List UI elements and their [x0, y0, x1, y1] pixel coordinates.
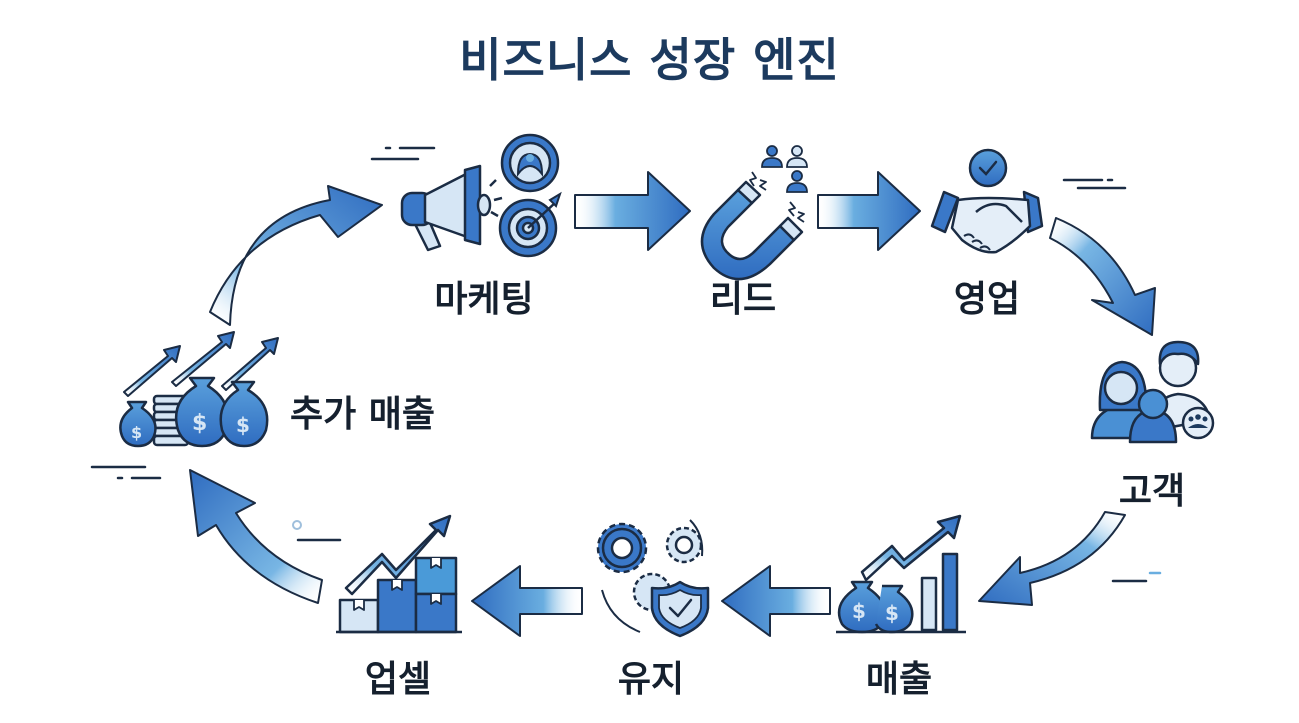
check-badge-icon [968, 148, 1008, 188]
node-label-revenue: 매출 [865, 659, 933, 700]
node-label-additional-revenue: 추가 매출 [290, 394, 436, 435]
dollar-sign-icon: $ [885, 601, 899, 625]
node-label-leads: 리드 [709, 279, 777, 320]
dollar-sign-icon: $ [131, 423, 142, 442]
node-label-sales: 영업 [953, 279, 1021, 320]
dollar-signs-additional: $ $ $ [131, 411, 250, 442]
upsell-boxes-icon [336, 514, 462, 634]
dollar-sign-icon: $ [192, 411, 207, 436]
lead-people-icon [761, 145, 808, 193]
node-label-customers: 고객 [1118, 471, 1186, 512]
flow-arrow-retention-to-upsell [471, 565, 583, 637]
revenue-chart-icon [836, 514, 966, 634]
customer-group-icon [1090, 340, 1215, 444]
dollar-sign-icon: $ [852, 599, 866, 623]
node-label-marketing: 마케팅 [434, 279, 534, 320]
flow-arrow-customers-to-revenue [978, 511, 1126, 606]
audience-target-icon [500, 133, 560, 193]
flow-arrow-revenue-to-retention [721, 565, 831, 637]
flow-arrow-marketing-to-leads [574, 171, 691, 251]
handshake-icon [930, 190, 1044, 254]
decorative-lines [90, 146, 1162, 583]
megaphone-icon [400, 164, 503, 252]
flow-arrow-upsell-to-additional-revenue [189, 469, 323, 604]
node-label-upsell: 업셀 [364, 659, 432, 700]
diagram-title: 비즈니스 성장 엔진 [459, 33, 840, 87]
magnet-icon [700, 171, 805, 281]
flow-arrow-sales-to-customers [1049, 217, 1156, 336]
flow-arrow-leads-to-sales [817, 171, 921, 251]
flow-arrow-additional-revenue-to-marketing [209, 185, 383, 326]
dollar-signs: $ $ [852, 599, 899, 625]
bullseye-icon [498, 191, 562, 258]
node-label-retention: 유지 [617, 659, 685, 700]
gears-icon [596, 519, 704, 633]
additional-revenue-icon [119, 331, 279, 448]
decorative-circle [292, 520, 302, 530]
shield-check-icon [650, 580, 710, 638]
dollar-sign-icon: $ [236, 413, 250, 437]
